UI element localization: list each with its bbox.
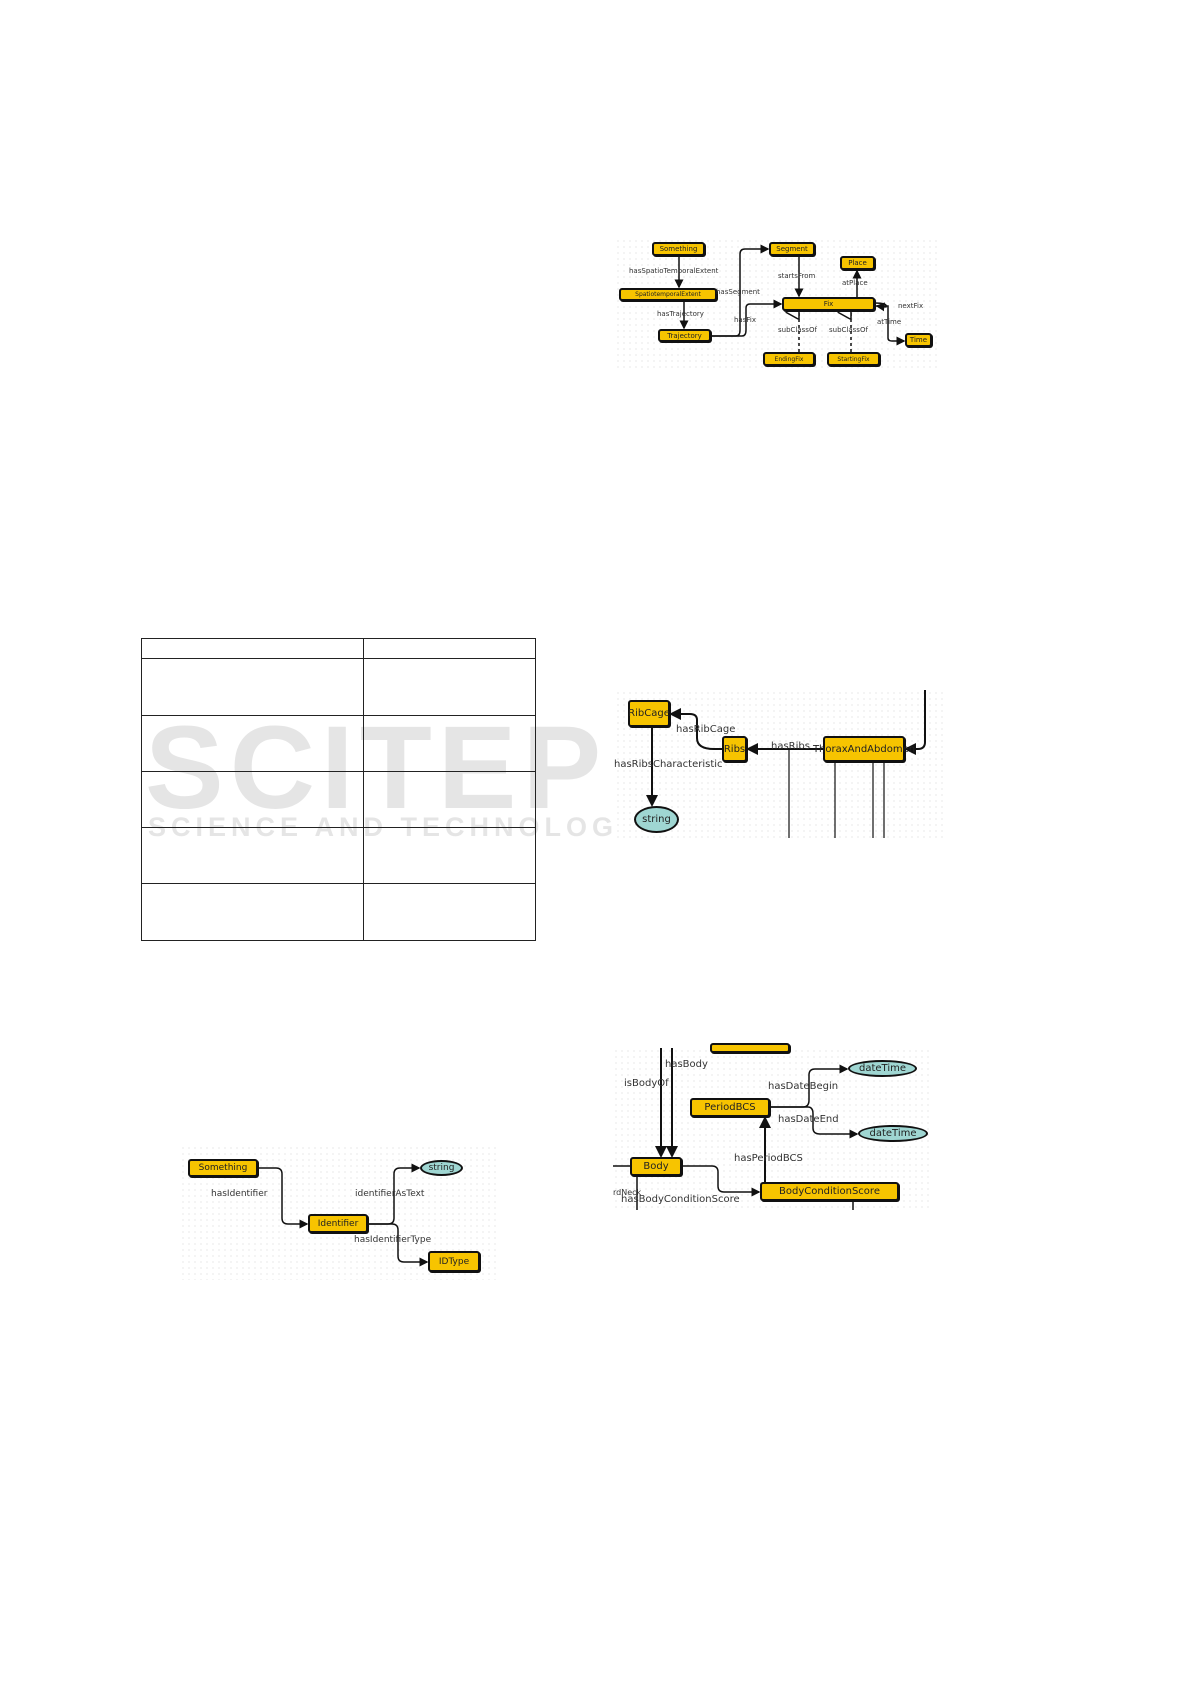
figure_ribcage-edge-label-hasRibs: hasRibs [771,741,810,752]
figure_trajectory-node-endingfix: EndingFix [763,352,815,366]
table-row [141,658,537,716]
figure_ribcage-edge-label-hasRibCage: hasRibCage [676,724,736,735]
figure_body-edge-label-hasBodyConditionScore: hasBodyConditionScore [621,1194,740,1205]
edge-line [711,299,783,337]
figure_ribcage-node-ribcage: RibCage [628,700,670,727]
edge-line [258,1167,309,1229]
figure_identifier-node-string: string [420,1160,463,1176]
figure_trajectory-edge-label-nextFix: nextFix [898,302,924,310]
figure_identifier-edge-label-identifierAsText: identifierAsText [355,1189,425,1199]
edge-line [669,708,722,750]
figure_trajectory-node-place: Place [840,256,875,270]
table-cell [141,658,364,716]
figure_trajectory-edge-label-hasTrajectory: hasTrajectory [657,310,704,318]
edge-line [770,1106,859,1139]
figure_trajectory-node-segment: Segment [769,242,815,256]
figure_body-edge-label-hasPeriodBCS: hasPeriodBCS [734,1153,803,1164]
table-cell [141,827,364,884]
figure_body-node-datetime1: dateTime [848,1060,917,1077]
figure_body-node-body: Body [630,1157,682,1176]
figure_trajectory-edge-label-hasSpatioTemporalExtent: hasSpatioTemporalExtent [629,267,719,275]
figure_trajectory-edge-label-atPlace: atPlace [842,279,868,287]
figure_identifier-edge-label-hasIdentifier: hasIdentifier [211,1189,268,1199]
table-row [141,715,537,772]
data-table [141,638,537,941]
figure_identifier-edge-label-hasIdentifierType: hasIdentifierType [354,1235,432,1245]
figure_body-edge-label-hasBody: hasBody [665,1059,708,1070]
table-row [141,883,537,941]
figure_identifier-node-identifier: Identifier [308,1214,368,1233]
figure_body-edge-label-hasDateBegin: hasDateBegin [768,1081,839,1092]
figure_trajectory-node-something: Something [652,242,705,256]
partial-node [710,1043,790,1053]
edge-line [875,305,906,346]
figure_trajectory-node-time: Time [905,333,932,347]
edge-line [874,302,887,312]
figure_ribcage-node-string: string [634,806,679,833]
figure_trajectory-node-startingfix: StartingFix [827,352,880,366]
table-cell [141,771,364,828]
table-row [141,827,537,884]
figure_ribcage-node-thorax: ThoraxAndAbdomen [813,736,915,762]
figure_body-node-bcs: BodyConditionScore [760,1182,899,1201]
figure_body-edge-label-partial: rdNeck [613,1188,642,1197]
table-cell [362,771,537,828]
table-cell [362,827,537,884]
table-cell [141,715,364,772]
figure_identifier-node-idtype: IDType [428,1251,480,1272]
figure_trajectory-edge-label-hasFix: hasFix [734,316,756,324]
figure_trajectory-edge-label-subClassOf2: subClassOf [829,326,868,334]
figure_trajectory-edge-label-startsFrom: startsFrom [778,272,816,280]
table-row [141,771,537,828]
figure_identifier-node-something: Something [188,1159,258,1177]
table-cell [362,715,537,772]
figure_ribcage-edge-label-hasRibsCharacteristic: hasRibsCharacteristic [614,759,723,770]
figure_trajectory-edge-label-atTime: atTime [877,318,902,326]
table-cell [362,883,537,941]
figure_body-node-datetime2: dateTime [858,1125,928,1142]
table-header-row [141,638,537,659]
figure_trajectory-node-trajectory: Trajectory [658,329,711,342]
figure_body-edge-label-hasDateEnd: hasDateEnd [778,1114,839,1125]
edge-line [368,1223,429,1267]
figure_trajectory-edge-label-subClassOf1: subClassOf [778,326,817,334]
table-cell [141,883,364,941]
figure_trajectory-node-fix: Fix [782,297,875,311]
figure_body-edge-label-isBodyOf: isBodyOf [624,1078,669,1089]
figure_trajectory-edge-label-hasSegment: hasSegment [716,288,760,296]
figure_trajectory-node-spatiotemporal: SpatiotemporalExtent [619,288,717,301]
figure_ribcage-node-ribs: Ribs [722,736,747,762]
edge-line [682,1165,761,1197]
figure_body-node-periodbcs: PeriodBCS [690,1098,770,1117]
edge-line [904,690,926,755]
